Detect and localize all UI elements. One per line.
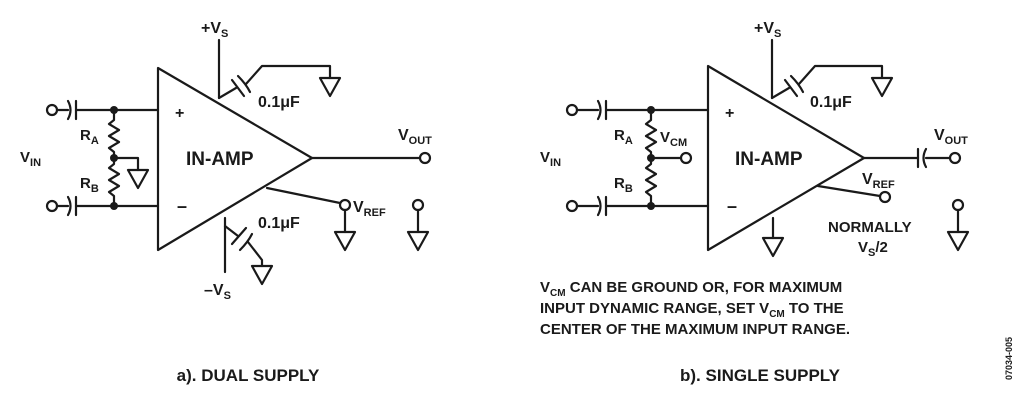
note-line-2: INPUT DYNAMIC RANGE, SET VCM TO THE — [540, 300, 844, 320]
vs-half-label: VS/2 — [858, 239, 888, 259]
vin-plus-terminal-right — [565, 103, 579, 117]
in-amp-triangle-left — [156, 66, 314, 252]
note-line-3: CENTER OF THE MAXIMUM INPUT RANGE. — [540, 321, 850, 338]
ra-label-left: RA — [80, 127, 99, 147]
ra-label-right: RA — [614, 127, 633, 147]
figure-id: 07034-005 — [1004, 337, 1014, 380]
vcm-label: VCM — [660, 129, 687, 149]
rb-label-left: RB — [80, 175, 99, 195]
ground-icon — [946, 230, 970, 252]
vout-terminal-left — [418, 151, 432, 165]
vin-minus-terminal-left — [45, 199, 59, 213]
vref-label-right: VREF — [862, 171, 895, 191]
vin-plus-terminal-left — [45, 103, 59, 117]
amp-label-right: IN-AMP — [735, 149, 803, 170]
vin-label-left: VIN — [20, 149, 41, 169]
minus-input-right: – — [727, 196, 737, 216]
vout-terminal-right — [948, 151, 962, 165]
ground-icon — [318, 76, 342, 98]
note-line-1: VCM CAN BE GROUND OR, FOR MAXIMUM — [540, 279, 842, 299]
minus-input-left: – — [177, 196, 187, 216]
ground-icon — [406, 230, 430, 252]
resistor-ra-right — [644, 108, 658, 160]
ref-ground-terminal-left — [411, 198, 425, 212]
plus-input-left: + — [175, 105, 184, 122]
vs-minus-label-left: –VS — [204, 282, 231, 302]
ground-icon — [870, 76, 894, 98]
vin-minus-terminal-right — [565, 199, 579, 213]
plus-input-right: + — [725, 105, 734, 122]
vref-label-left: VREF — [353, 199, 386, 219]
capacitor-top-left — [230, 74, 252, 98]
ground-icon — [333, 230, 357, 252]
vout-label-right: VOUT — [934, 127, 968, 147]
amp-label-left: IN-AMP — [186, 149, 254, 170]
vref-terminal-right — [878, 190, 892, 204]
ground-icon — [250, 264, 274, 286]
in-amp-triangle-right — [706, 64, 866, 252]
resistor-ra-left — [107, 108, 121, 160]
cap-top-label-right: 0.1μF — [810, 94, 852, 111]
vref-terminal-left — [338, 198, 352, 212]
ref-ground-terminal-right — [951, 198, 965, 212]
vs-plus-label-left: +VS — [201, 20, 228, 40]
capacitor-top-right — [783, 74, 805, 98]
normally-label: NORMALLY — [828, 219, 912, 236]
capacitor-bottom-left — [230, 226, 254, 252]
resistor-rb-left — [107, 156, 121, 208]
resistor-rb-right — [644, 156, 658, 208]
cap-bottom-label-left: 0.1μF — [258, 215, 300, 232]
vout-label-left: VOUT — [398, 127, 432, 147]
vcm-note: VCM CAN BE GROUND OR, FOR MAXIMUM INPUT … — [540, 279, 850, 338]
ground-icon — [126, 168, 150, 190]
caption-dual-supply: a). DUAL SUPPLY — [177, 366, 320, 385]
dual-supply-circuit: IN-AMP + – +VS 0.1μF –VS 0.1μF — [20, 20, 432, 385]
rb-label-right: RB — [614, 175, 633, 195]
vcm-terminal — [679, 151, 693, 165]
caption-single-supply: b). SINGLE SUPPLY — [680, 366, 841, 385]
vs-plus-label-right: +VS — [754, 20, 781, 40]
single-supply-circuit: IN-AMP + – +VS 0.1μF — [540, 20, 970, 385]
vin-label-right: VIN — [540, 149, 561, 169]
cap-top-label-left: 0.1μF — [258, 94, 300, 111]
ground-icon — [761, 236, 785, 258]
